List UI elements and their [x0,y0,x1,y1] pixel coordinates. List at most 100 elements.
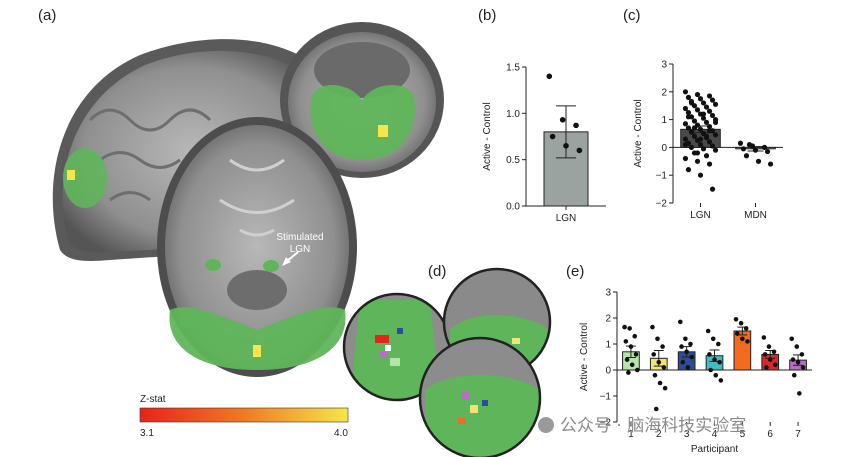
chart-e-point [656,359,662,365]
chart-c-point [694,107,701,113]
chart-e-ytick-label: 1 [605,340,611,351]
chart-c-point [706,93,713,99]
chart-e-point [685,365,691,370]
chart-e-ytick-label: 0 [605,366,611,377]
chart-e-point [660,344,665,349]
colorbar: Z-stat 3.1 4.0 [139,394,348,439]
chart-e-ytick-label: −1 [600,392,612,403]
chart-b-ytick-label: 1.5 [506,63,520,74]
chart-c-point [685,114,692,120]
panel-label-a: (a) [38,7,56,24]
chart-b-ytick-label: 0.5 [506,155,520,166]
sagittal-activation [63,148,107,208]
chart-e-point [652,372,658,378]
panel-label-e: (e) [566,263,584,280]
chart-e-point [761,335,767,340]
chart-c-point [703,104,710,110]
chart-e-point [800,365,806,370]
chart-c-point [700,146,707,152]
chart-c-xtick-label: MDN [744,210,767,221]
panel-d: (d) [342,263,552,457]
chart-c-ytick-label: 2 [661,87,667,98]
chart-c-point [703,153,710,159]
annotation-line2: LGN [290,244,311,255]
chart-e-point [655,336,660,342]
chart-e-ytick-label: −2 [600,418,612,429]
chart-c-point [688,144,695,150]
chart-c-point [697,172,704,178]
chart-e-point [707,352,712,357]
chart-e-point [679,344,684,349]
chart-c-point [712,147,719,153]
chart-c-point [685,167,692,173]
chart-c-point [740,146,747,152]
chart-e-point [717,359,722,365]
chart-c-point [682,121,689,127]
chart-b-xtick-label: LGN [556,213,577,224]
chart-e-point [622,324,627,330]
chart-e-point [767,357,773,362]
coronal-brain-image [280,22,444,178]
chart-c-point [694,150,701,156]
chart-e-point [789,336,795,342]
chart-e-point [708,367,713,373]
chart-c-point [746,142,753,148]
chart-c-point [712,101,719,107]
chart-c-point [706,108,713,114]
chart-e-ytick-label: 3 [605,288,611,299]
chart-c-point [694,158,701,164]
chart-e-point [712,357,717,362]
chart-e-point [661,365,667,370]
chart-c-ytick-label: −2 [656,199,668,210]
chart-e-point [623,339,629,344]
chart-c-point [703,119,710,125]
chart-e-point [653,406,659,412]
chart-e-point [651,352,657,357]
chart-c-point [706,139,713,145]
chart-e-point [740,336,745,342]
chart-c-point [697,136,704,142]
chart-b-point [549,133,556,140]
watermark: 公众号 · 脑海科技实验室 [538,416,746,436]
chart-b-ytick-label: 1.0 [506,109,520,120]
chart-e-point [629,362,635,368]
chart-c-point [691,118,698,124]
chart-c-point [737,140,744,146]
panel-label-b: (b) [478,7,496,24]
panel-label-d: (d) [428,263,446,280]
chart-c-point [743,153,750,159]
chart-b-point [576,147,583,154]
chart-c-point [755,158,762,164]
chart-e-point [791,372,797,378]
chart-e-ylabel: Active - Control [579,323,590,391]
chart-b-point [563,142,569,149]
chart-e-point [794,344,800,349]
chart-e-point [716,341,721,347]
chart-e-point [772,362,778,368]
chart-c-point [694,91,701,98]
chart-e-xtick-label: 1 [628,429,634,440]
chart-e-ytick-label: 2 [605,314,611,325]
chart-c-point [709,97,716,103]
annotation-line1: Stimulated [276,232,323,243]
chart-b-point [546,73,553,80]
chart-e-point [632,333,638,339]
chart-e-xlabel: Participant [691,444,738,455]
chart-e-point [677,319,683,325]
chart-e-point [633,352,639,357]
chart-e-xtick-label: 5 [740,429,746,440]
chart-e-point [689,354,695,360]
chart-e-xtick-label: 7 [795,429,801,440]
chart-c-point [685,110,692,116]
chart-e-point [628,344,634,349]
chart-e-point [734,331,740,336]
chart-e-point [718,378,724,383]
chart-c-ytick-label: 1 [661,115,667,126]
chart-c-point [709,112,716,119]
chart-c-point [697,126,704,132]
chart-c-point [761,144,768,150]
chart-c-point [685,125,692,131]
chart-b-point [573,122,579,129]
chart-c-ytick-label: 3 [661,60,667,71]
